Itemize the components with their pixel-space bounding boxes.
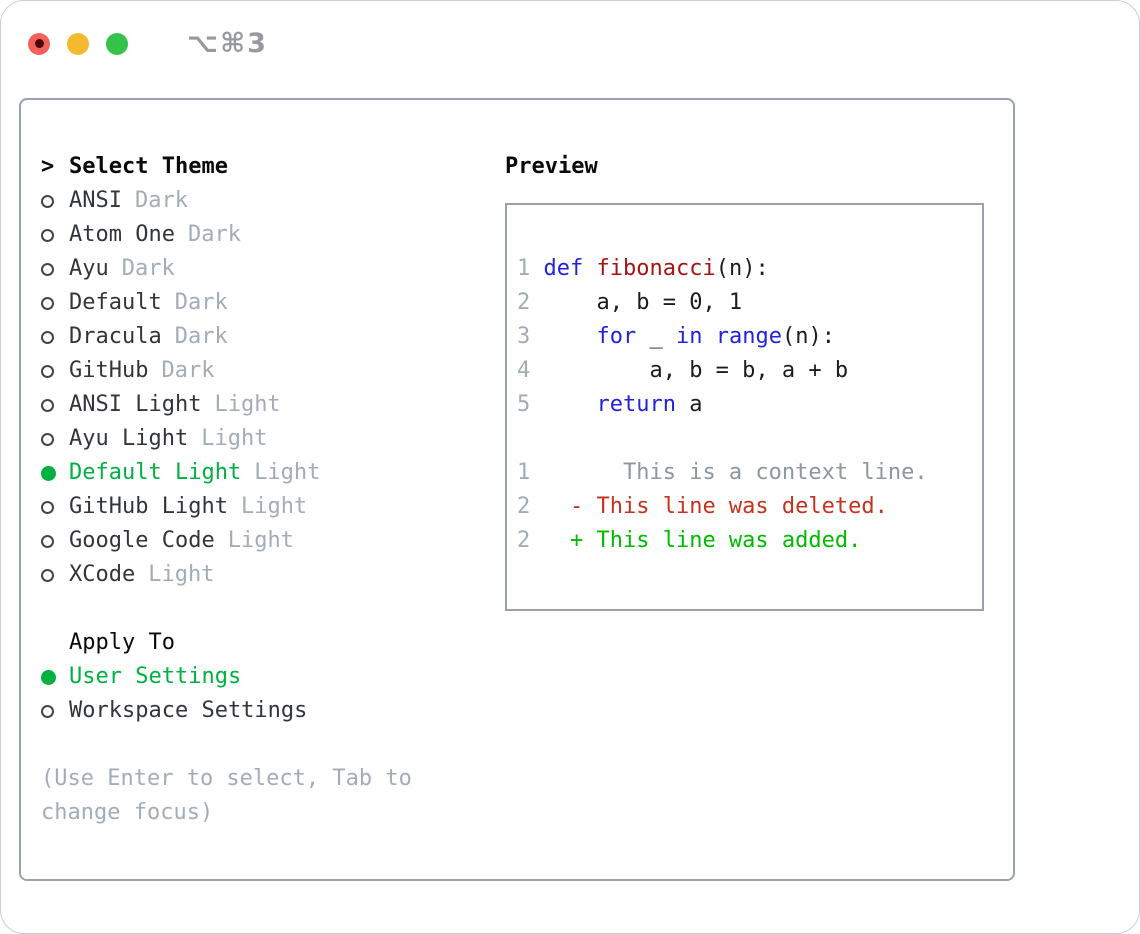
apply-option-label: User Settings: [69, 664, 242, 689]
theme-variant-tag: Dark: [187, 222, 241, 247]
titlebar: ⌥⌘3: [28, 28, 268, 59]
theme-option-github-light[interactable]: GitHub Light Light: [41, 490, 491, 524]
theme-option-label: GitHub: [69, 358, 149, 383]
zoom-button[interactable]: [106, 32, 128, 55]
theme-variant-tag: Light: [254, 460, 321, 485]
preview-line-5: 5 return a: [517, 392, 703, 417]
radio-off-icon: [41, 568, 69, 582]
radio-off-icon: [41, 398, 69, 412]
theme-variant-tag: Dark: [174, 324, 228, 349]
theme-option-label: GitHub Light: [69, 494, 228, 519]
theme-variant-tag: Dark: [174, 290, 228, 315]
radio-off-icon: [41, 704, 69, 718]
theme-option-default[interactable]: Default Dark: [41, 286, 491, 320]
theme-option-github[interactable]: GitHub Dark: [41, 354, 491, 388]
preview-box: 1 def fibonacci(n): 2 a, b = 0, 1 3 for _ …: [505, 203, 984, 611]
theme-option-label: Dracula: [69, 324, 162, 349]
theme-option-label: Default Light: [69, 460, 242, 485]
preview-line-7: 1 This is a context line.: [517, 460, 928, 485]
close-dot-icon: [34, 39, 44, 48]
preview-header: Preview: [505, 154, 598, 179]
theme-option-ayu[interactable]: Ayu Dark: [41, 252, 491, 286]
radio-off-icon: [41, 262, 69, 276]
preview-line-8: 2 - This line was deleted.: [517, 494, 888, 519]
theme-option-xcode[interactable]: XCode Light: [41, 558, 491, 592]
theme-variant-tag: Light: [201, 426, 268, 451]
theme-option-ansi[interactable]: ANSI Dark: [41, 184, 491, 218]
apply-option-user-settings[interactable]: User Settings: [41, 660, 491, 694]
preview-code: 1 def fibonacci(n): 2 a, b = 0, 1 3 for _ …: [507, 205, 982, 558]
preview-column: Preview 1 def fibonacci(n): 2 a, b = 0, 1…: [505, 150, 1005, 611]
theme-option-label: Default: [69, 290, 162, 315]
minimize-button[interactable]: [67, 32, 89, 55]
preview-line-2: 2 a, b = 0, 1: [517, 290, 743, 315]
theme-option-ayu-light[interactable]: Ayu Light Light: [41, 422, 491, 456]
preview-line-9: 2 + This line was added.: [517, 528, 862, 553]
theme-variant-tag: Dark: [134, 188, 188, 213]
radio-off-icon: [41, 500, 69, 514]
theme-option-label: Atom One: [69, 222, 175, 247]
theme-variant-tag: Dark: [121, 256, 175, 281]
theme-option-label: Google Code: [69, 528, 215, 553]
radio-off-icon: [41, 364, 69, 378]
theme-variant-tag: Light: [148, 562, 215, 587]
radio-on-icon: [41, 465, 69, 481]
spacer: [41, 592, 491, 626]
apply-option-label: Workspace Settings: [69, 698, 308, 723]
theme-option-label: Ayu: [69, 256, 109, 281]
radio-off-icon: [41, 194, 69, 208]
radio-off-icon: [41, 534, 69, 548]
theme-option-atom-one[interactable]: Atom One Dark: [41, 218, 491, 252]
cursor-indicator: >: [41, 154, 55, 179]
theme-option-ansi-light[interactable]: ANSI Light Light: [41, 388, 491, 422]
select-theme-header: Select Theme: [69, 154, 228, 179]
close-button[interactable]: [28, 32, 50, 55]
radio-off-icon: [41, 228, 69, 242]
preview-line-6: [517, 422, 982, 456]
theme-variant-tag: Light: [240, 494, 308, 519]
theme-option-label: ANSI: [69, 188, 122, 213]
theme-variant-tag: Light: [214, 392, 281, 417]
keyboard-shortcut-label: ⌥⌘3: [187, 28, 268, 59]
preview-line-4: 4 a, b = b, a + b: [517, 358, 849, 383]
theme-option-label: XCode: [69, 562, 136, 587]
apply-option-workspace-settings[interactable]: Workspace Settings: [41, 694, 491, 728]
radio-off-icon: [41, 296, 69, 310]
spacer: [41, 728, 491, 762]
apply-to-header-row: Apply To: [41, 626, 491, 660]
apply-to-header: Apply To: [69, 630, 175, 655]
radio-on-icon: [41, 669, 69, 685]
preview-line-1: 1 def fibonacci(n):: [517, 256, 769, 281]
help-text: (Use Enter to select, Tab to change focu…: [41, 766, 412, 825]
theme-option-default-light[interactable]: Default Light Light: [41, 456, 491, 490]
select-theme-header-row: > Select Theme: [41, 150, 491, 184]
radio-off-icon: [41, 432, 69, 446]
theme-option-dracula[interactable]: Dracula Dark: [41, 320, 491, 354]
theme-variant-tag: Light: [227, 528, 294, 553]
theme-option-label: ANSI Light: [69, 392, 202, 417]
preview-line-3: 3 for _ in range(n):: [517, 324, 835, 349]
theme-option-google-code[interactable]: Google Code Light: [41, 524, 491, 558]
radio-off-icon: [41, 330, 69, 344]
theme-option-label: Ayu Light: [69, 426, 189, 451]
theme-variant-tag: Dark: [161, 358, 215, 383]
